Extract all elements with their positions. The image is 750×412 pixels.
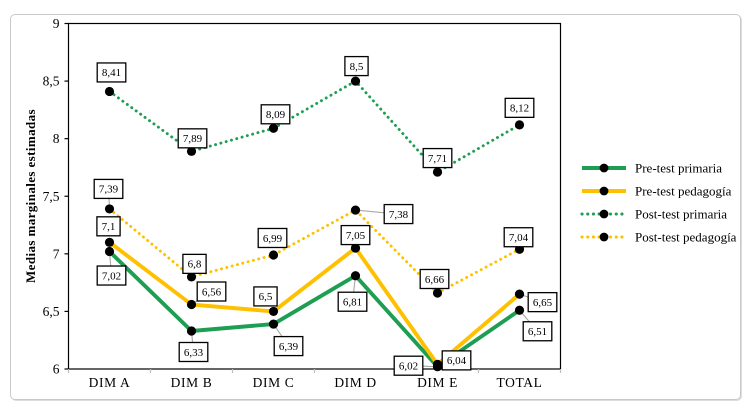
legend-label-pre-test-primaria: Pre-test primaria xyxy=(635,161,722,176)
data-label-box-post-test-pedagogia xyxy=(503,227,534,248)
data-label-pre-test-primaria: 6,39 xyxy=(279,341,299,353)
data-point-marker-post-test-pedagogia xyxy=(186,272,197,282)
data-label-pre-test-pedagogia: 7,1 xyxy=(102,221,116,233)
data-label-post-test-primaria: 8,41 xyxy=(102,67,121,79)
series-line-post-test-primaria xyxy=(108,79,521,174)
legend-marker-pre-test-pedagogia xyxy=(599,186,609,196)
data-label-post-test-primaria: 8,5 xyxy=(350,61,364,73)
y-tick-label: 8,5 xyxy=(43,74,60,89)
data-label-post-test-pedagogia: 6,99 xyxy=(263,233,283,245)
data-point-marker-pre-test-primaria xyxy=(186,326,197,336)
data-point-marker-post-test-pedagogia xyxy=(350,205,361,215)
data-label-box-post-test-primaria xyxy=(344,55,369,77)
data-point-marker-post-test-primaria xyxy=(268,123,279,133)
y-tick-label: 8 xyxy=(53,131,60,146)
plot-border xyxy=(67,22,562,370)
x-category-label-dim-c: DIM C xyxy=(253,375,295,390)
data-point-marker-pre-test-pedagogia xyxy=(514,289,525,299)
data-label-box-pre-test-primaria xyxy=(393,355,424,376)
data-label-pre-test-pedagogia: 7,05 xyxy=(346,230,366,242)
data-label-box-post-test-primaria xyxy=(96,62,127,83)
data-point-marker-pre-test-pedagogia xyxy=(104,237,115,247)
data-label-pre-test-pedagogia: 6,04 xyxy=(447,355,467,367)
data-label-pre-test-pedagogia: 6,56 xyxy=(202,286,222,298)
x-category-label-dim-e: DIM E xyxy=(417,375,458,390)
data-label-post-test-primaria: 7,71 xyxy=(428,153,447,165)
series-line-pre-test-primaria xyxy=(108,250,521,369)
data-label-post-test-pedagogia: 7,38 xyxy=(389,209,409,221)
data-label-post-test-primaria: 8,09 xyxy=(266,109,286,121)
data-label-box-post-test-pedagogia xyxy=(419,268,450,290)
data-label-box-post-test-pedagogia xyxy=(93,178,124,200)
data-label-box-post-test-primaria xyxy=(260,104,291,125)
y-tick-label: 9 xyxy=(53,16,60,31)
data-label-post-test-pedagogia: 7,39 xyxy=(99,184,119,196)
data-label-pre-test-pedagogia: 6,5 xyxy=(259,291,273,303)
x-category-label-dim-a: DIM A xyxy=(89,375,131,390)
x-category-label-dim-b: DIM B xyxy=(171,375,213,390)
data-point-marker-pre-test-primaria xyxy=(104,246,115,257)
data-label-box-pre-test-primaria xyxy=(522,321,553,342)
legend-label-post-test-pedagogia: Post-test pedagogía xyxy=(635,230,737,245)
data-point-marker-post-test-primaria xyxy=(350,76,361,86)
data-point-marker-post-test-primaria xyxy=(186,146,197,156)
y-tick-label: 6 xyxy=(53,362,60,377)
data-label-pre-test-primaria: 6,02 xyxy=(399,360,418,372)
data-label-post-test-pedagogia: 6,8 xyxy=(188,259,202,271)
legend-label-pre-test-pedagogia: Pre-test pedagogía xyxy=(635,184,732,199)
data-label-post-test-pedagogia: 6,66 xyxy=(425,274,445,286)
data-label-box-pre-test-pedagogia xyxy=(340,224,371,246)
data-point-marker-pre-test-pedagogia xyxy=(186,299,197,310)
x-category-label-total: TOTAL xyxy=(497,375,543,390)
data-label-box-pre-test-primaria xyxy=(337,291,368,312)
legend-marker-post-test-primaria xyxy=(599,209,609,219)
data-point-marker-pre-test-primaria xyxy=(514,305,525,315)
data-label-box-pre-test-pedagogia xyxy=(253,286,278,307)
data-label-box-pre-test-pedagogia xyxy=(441,350,472,371)
data-label-box-post-test-pedagogia xyxy=(257,227,288,249)
data-label-box-pre-test-primaria xyxy=(96,265,127,286)
data-label-box-pre-test-pedagogia xyxy=(196,281,227,302)
data-label-box-post-test-primaria xyxy=(177,128,208,149)
data-point-marker-post-test-pedagogia xyxy=(432,288,443,298)
data-label-box-post-test-primaria xyxy=(504,97,535,118)
data-label-box-pre-test-pedagogia xyxy=(96,216,121,237)
y-tick-label: 7,5 xyxy=(43,189,60,204)
data-label-pre-test-primaria: 7,02 xyxy=(102,270,121,282)
data-label-box-pre-test-primaria xyxy=(178,341,209,363)
data-label-box-pre-test-primaria xyxy=(273,335,304,357)
data-label-post-test-primaria: 8,12 xyxy=(510,103,529,115)
figure-border xyxy=(10,14,741,400)
y-tick-label: 6,5 xyxy=(43,304,60,319)
series-line-post-test-pedagogia xyxy=(108,207,521,295)
data-label-box-pre-test-pedagogia xyxy=(527,291,558,313)
data-point-marker-pre-test-pedagogia xyxy=(432,359,443,369)
x-category-label-dim-d: DIM D xyxy=(334,375,376,390)
legend-marker-pre-test-primaria xyxy=(599,163,609,173)
series-line-pre-test-pedagogia xyxy=(108,240,521,367)
data-point-marker-post-test-primaria xyxy=(104,86,115,97)
data-label-box-post-test-pedagogia xyxy=(182,253,207,275)
data-label-post-test-pedagogia: 7,04 xyxy=(509,232,529,244)
data-label-pre-test-primaria: 6,51 xyxy=(528,326,547,338)
data-label-pre-test-primaria: 6,81 xyxy=(343,297,362,309)
data-point-marker-post-test-primaria xyxy=(432,167,443,177)
legend-label-post-test-primaria: Post-test primaria xyxy=(635,207,727,222)
data-point-marker-post-test-pedagogia xyxy=(104,204,115,214)
data-point-marker-post-test-primaria xyxy=(514,120,525,130)
data-label-pre-test-pedagogia: 6,65 xyxy=(533,297,553,309)
data-label-box-post-test-pedagogia xyxy=(383,203,414,225)
data-label-pre-test-primaria: 6,33 xyxy=(184,347,204,359)
legend-marker-post-test-pedagogia xyxy=(599,232,609,242)
data-point-marker-pre-test-primaria xyxy=(268,319,279,329)
data-point-marker-post-test-pedagogia xyxy=(268,250,279,260)
data-label-box-post-test-primaria xyxy=(422,147,453,169)
data-point-marker-pre-test-primaria xyxy=(350,271,361,281)
y-tick-label: 7 xyxy=(53,246,60,261)
data-label-post-test-primaria: 7,89 xyxy=(183,133,203,145)
data-point-marker-pre-test-pedagogia xyxy=(268,306,279,317)
data-point-marker-pre-test-pedagogia xyxy=(350,243,361,253)
